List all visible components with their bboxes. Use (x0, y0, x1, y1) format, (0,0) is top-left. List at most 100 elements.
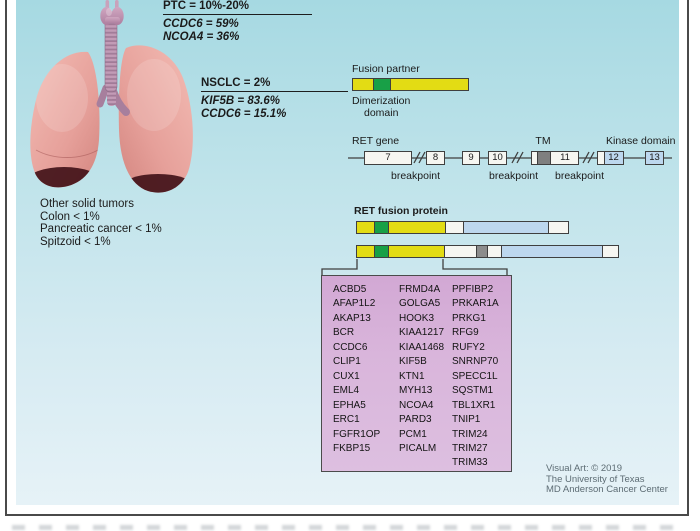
nsclc-title: NSCLC = 2% (201, 77, 271, 89)
exon-9-box: 9 (462, 151, 480, 165)
fusion-protein-bar-2 (356, 245, 619, 258)
exon-10-box: 10 (488, 151, 507, 165)
nsclc-ccdc6: CCDC6 = 15.1% (201, 107, 287, 120)
bar2-fusion-partner-segment (356, 245, 445, 258)
fusion-partner-gene: FRMD4A (399, 284, 441, 295)
other-colon: Colon < 1% (40, 210, 100, 223)
bar2-dimerization-segment (374, 246, 389, 257)
frame-right-border (687, 0, 689, 516)
exon-12-kinase-segment (604, 152, 623, 164)
ptc-ccdc6: CCDC6 = 59% (163, 18, 239, 30)
fusion-partner-gene: PCM1 (399, 428, 427, 440)
fusion-partner-gene: AFAP1L2 (333, 298, 376, 310)
fusion-partner-gene: KIAA1468 (399, 341, 445, 353)
fusion-partner-gene: PARD3 (399, 414, 432, 426)
fusion-partner-gene: KTN1 (399, 370, 425, 382)
bar2-kinase-segment (501, 245, 603, 258)
fusion-partner-gene: FKBP15 (333, 442, 371, 454)
fusion-partner-gene: TRIM33 (452, 457, 488, 469)
fusion-partner-gene: NCOA4 (399, 399, 434, 411)
fusion-partner-gene: KIF5B (399, 356, 427, 368)
fusion-partner-gene: EML4 (333, 385, 360, 397)
fusion-partner-gene: TNIP1 (452, 414, 481, 426)
bar2-tail-segment (602, 245, 619, 258)
bar1-kinase-segment (463, 221, 549, 234)
fusion-protein-bar-1 (356, 221, 569, 234)
nsclc-kif5b: KIF5B = 83.6% (201, 95, 280, 107)
exon-13-box: 13 (645, 151, 664, 165)
right-lung (118, 45, 193, 193)
fusion-partner-gene: CUX1 (333, 370, 360, 382)
fusion-partner-gene: TRIM24 (452, 428, 488, 440)
ptc-stats: PTC = 10%-20% CCDC6 = 59% NCOA4 = 36% (163, 0, 312, 43)
left-lung (30, 51, 100, 188)
fusion-partner-gene: MYH13 (399, 385, 433, 397)
credit-line-3: MD Anderson Cancer Center (546, 484, 668, 496)
ptc-ncoa4: NCOA4 = 36% (163, 30, 240, 43)
other-pancreatic: Pancreatic cancer < 1% (40, 223, 162, 236)
fusion-partner-gene: RFG9 (452, 327, 479, 339)
bar1-linker-segment (445, 221, 464, 234)
ret-fusion-protein-label: RET fusion protein (354, 205, 448, 217)
fusion-partner-gene: EPHA5 (333, 399, 366, 411)
fusion-partner-gene: PRKG1 (452, 312, 486, 324)
cutoff-caption-smudge (12, 525, 684, 530)
other-tumors-stats: Other solid tumors Colon < 1% Pancreatic… (40, 198, 162, 248)
bar1-tail-segment (548, 221, 569, 234)
fusion-partner-gene: PPFIBP2 (452, 284, 494, 295)
breakpoint-label-1: breakpoint (391, 170, 441, 182)
frame-bottom-border (5, 514, 689, 516)
kinase-domain-label: Kinase domain (606, 135, 676, 147)
bar2-spacer-segment (487, 245, 502, 258)
frame-left-border (5, 0, 7, 516)
fusion-partner-gene: BCR (333, 327, 355, 339)
fusion-partner-gene: TBL1XR1 (452, 399, 496, 411)
fusion-partner-gene: PICALM (399, 442, 437, 454)
thyroid (100, 0, 124, 25)
credit-line-2: The University of Texas (546, 473, 645, 485)
bar1-dimerization-segment (374, 222, 389, 233)
exon-12-box: 12 (597, 151, 624, 165)
dimerization-domain-segment (373, 79, 391, 90)
credit-text: Visual Art: © 2019 The University of Tex… (546, 463, 668, 496)
lungs-illustration (30, 0, 193, 193)
ptc-title: PTC = 10%-20% (163, 0, 249, 12)
ret-gene-label: RET gene (352, 135, 400, 147)
fusion-partner-gene: AKAP13 (333, 312, 371, 324)
fusion-partner-gene: GOLGA5 (399, 298, 441, 310)
breakpoint-label-3: breakpoint (555, 170, 605, 182)
fusion-partner-gene: PRKAR1A (452, 298, 499, 310)
exon-8-box: 8 (426, 151, 445, 165)
nsclc-stats: NSCLC = 2% KIF5B = 83.6% CCDC6 = 15.1% (201, 77, 348, 120)
fusion-partner-gene: SPECC1L (452, 370, 498, 382)
fusion-partner-gene: FGFR1OP (333, 428, 381, 440)
other-spitzoid: Spitzoid < 1% (40, 235, 111, 248)
fusion-partner-gene: ERC1 (333, 414, 360, 426)
bar1-fusion-partner-segment (356, 221, 446, 234)
ptc-underline (163, 14, 312, 15)
exon-7-box: 7 (364, 151, 412, 165)
nsclc-underline (201, 91, 348, 92)
breakpoint-label-2: breakpoint (489, 170, 539, 182)
trachea (96, 17, 130, 116)
fusion-partner-gene: KIAA1217 (399, 327, 445, 339)
fusion-partner-gene: SNRNP70 (452, 356, 499, 368)
fusion-partner-gene: HOOK3 (399, 312, 435, 324)
exon-11-box: 11 (531, 151, 579, 165)
credit-line-1: Visual Art: © 2019 (546, 463, 623, 474)
dimerization-domain-label: Dimerization domain (352, 95, 411, 119)
fusion-partner-legend-bar (352, 78, 469, 91)
fusion-partner-gene: CLIP1 (333, 356, 361, 368)
fusion-partner-gene: CCDC6 (333, 341, 368, 353)
tm-segment (537, 152, 551, 164)
tm-label: TM (535, 135, 551, 147)
fusion-partner-gene: RUFY2 (452, 341, 485, 353)
fusion-partner-gene: ACBD5 (333, 284, 367, 295)
bar2-linker-segment (444, 245, 477, 258)
fusion-partner-gene: SQSTM1 (452, 385, 494, 397)
